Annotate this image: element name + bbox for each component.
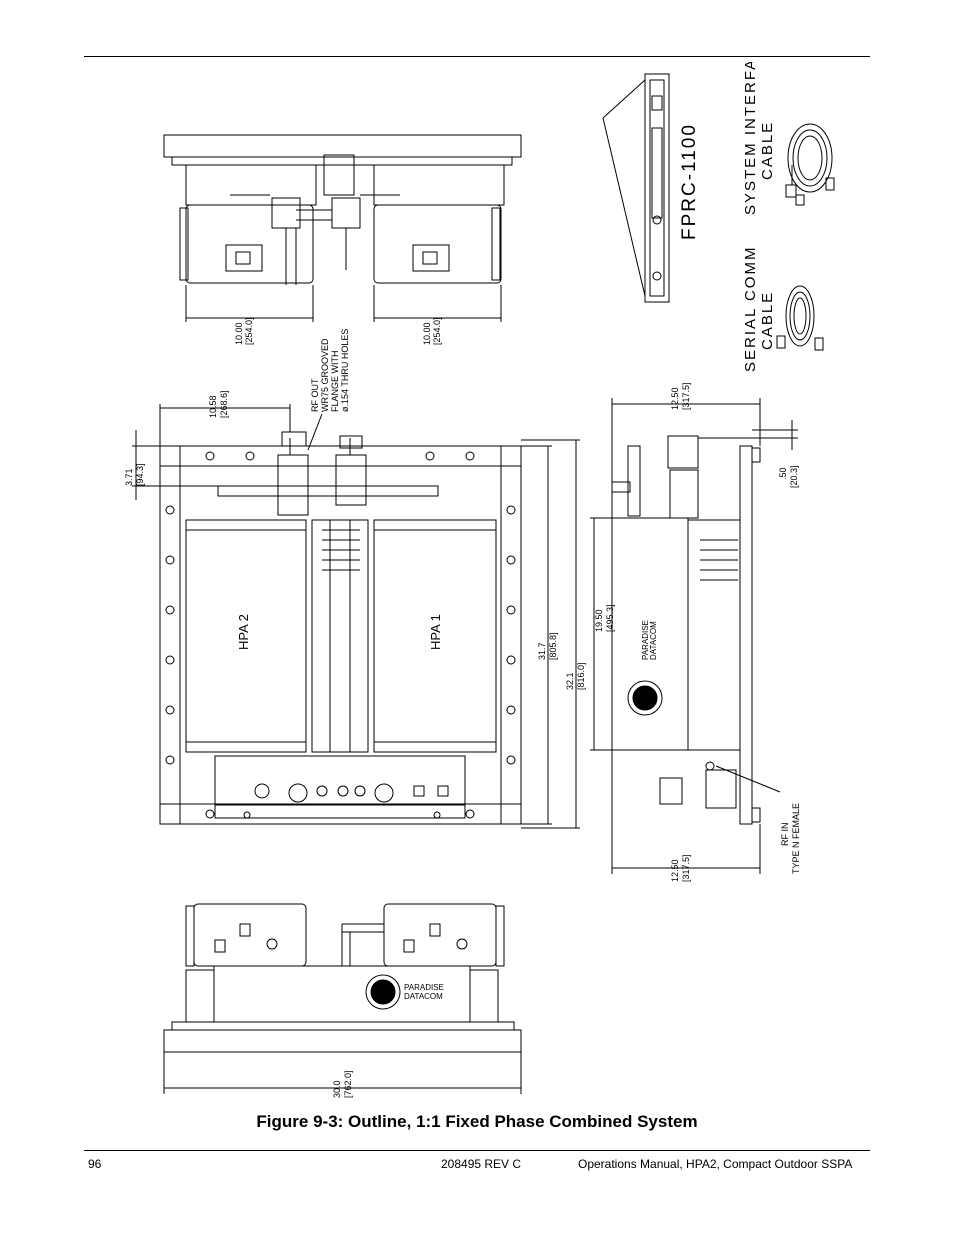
- dim-d2-mm: [254.0]: [432, 317, 442, 345]
- dim-d8-in: 12.50: [670, 387, 680, 410]
- dim-d11-in: 30.0: [332, 1080, 342, 1098]
- rf-in-label-2: TYPE N FEMALE: [791, 803, 801, 874]
- brand-side-line-2: DATACOM: [649, 621, 658, 660]
- dim-d1-mm: [254.0]: [244, 317, 254, 345]
- header-rule: [84, 56, 870, 57]
- brand-side-line-1: PARADISE: [641, 620, 650, 660]
- dim-d10-mm: [20.3]: [789, 465, 799, 488]
- hpa-2-unit: [185, 519, 307, 753]
- brand-front-line-2: DATACOM: [404, 992, 443, 1001]
- front-view: [163, 903, 522, 1094]
- serial-cable-label-2: CABLE: [759, 291, 776, 350]
- document-number: 208495 REV C: [441, 1157, 522, 1171]
- fprc-panel: [602, 73, 670, 303]
- document-title: Operations Manual, HPA2, Compact Outdoor…: [578, 1157, 853, 1171]
- dim-d4-in: 3.71: [124, 468, 134, 486]
- system-cable-label-1: SYSTEM INTERFACE: [742, 62, 759, 215]
- dim-d11-mm: [762.0]: [343, 1070, 353, 1098]
- brand-front-line-1: PARADISE: [404, 983, 444, 992]
- rf-out-label-2: WR75 GROOVED: [320, 338, 330, 412]
- dim-d7-in: 19.50: [594, 609, 604, 632]
- serial-cable-label-1: SERIAL COMM: [742, 246, 759, 372]
- hpa-1-unit: [373, 519, 497, 753]
- side-view: [590, 398, 798, 874]
- rf-out-label-4: ø.154 THRU HOLES: [340, 329, 350, 412]
- rf-out-leader: [307, 413, 323, 451]
- dim-d3-mm: [268.6]: [219, 390, 229, 418]
- system-interface-cable: [785, 123, 835, 206]
- dim-d3-in: 10.58: [208, 395, 218, 418]
- dim-d5-mm: [805.8]: [548, 632, 558, 660]
- dim-d10-in: .50: [778, 467, 788, 480]
- brand-logo-side: [627, 680, 663, 716]
- footer-rule: [84, 1150, 870, 1151]
- rf-in-label-1: RF IN: [780, 823, 790, 847]
- rf-out-label-3: FLANGE WITH: [330, 350, 340, 412]
- top-view: [163, 134, 522, 322]
- dim-d6-in: 32.1: [565, 672, 575, 690]
- dim-d9-in: 12.50: [670, 859, 680, 882]
- system-cable-label-2: CABLE: [759, 121, 776, 180]
- dim-d6-mm: [816.0]: [576, 662, 586, 690]
- brand-logo-front: [365, 974, 401, 1010]
- outline-drawing: 10.00 [254.0] 10.00 [254.0] RF OUT WR75 …: [124, 62, 835, 1098]
- dim-d1-in: 10.00: [234, 322, 244, 345]
- hpa-1-label: HPA 1: [428, 614, 443, 650]
- plan-view: [132, 404, 580, 829]
- rf-out-label-1: RF OUT: [310, 378, 320, 412]
- dim-d9-mm: [317.5]: [681, 854, 691, 882]
- page-number: 96: [88, 1157, 102, 1171]
- dim-d2-in: 10.00: [422, 322, 432, 345]
- serial-comm-cable: [776, 285, 824, 351]
- dim-d4-mm: [94.3]: [135, 463, 145, 486]
- hpa-2-label: HPA 2: [236, 614, 251, 650]
- dim-d7-mm: [495.3]: [605, 604, 615, 632]
- dim-d8-mm: [317.5]: [681, 382, 691, 410]
- figure-caption: Figure 9-3: Outline, 1:1 Fixed Phase Com…: [256, 1112, 698, 1131]
- fprc-label: FPRC-1100: [679, 123, 700, 240]
- dim-d5-in: 31.7: [537, 642, 547, 660]
